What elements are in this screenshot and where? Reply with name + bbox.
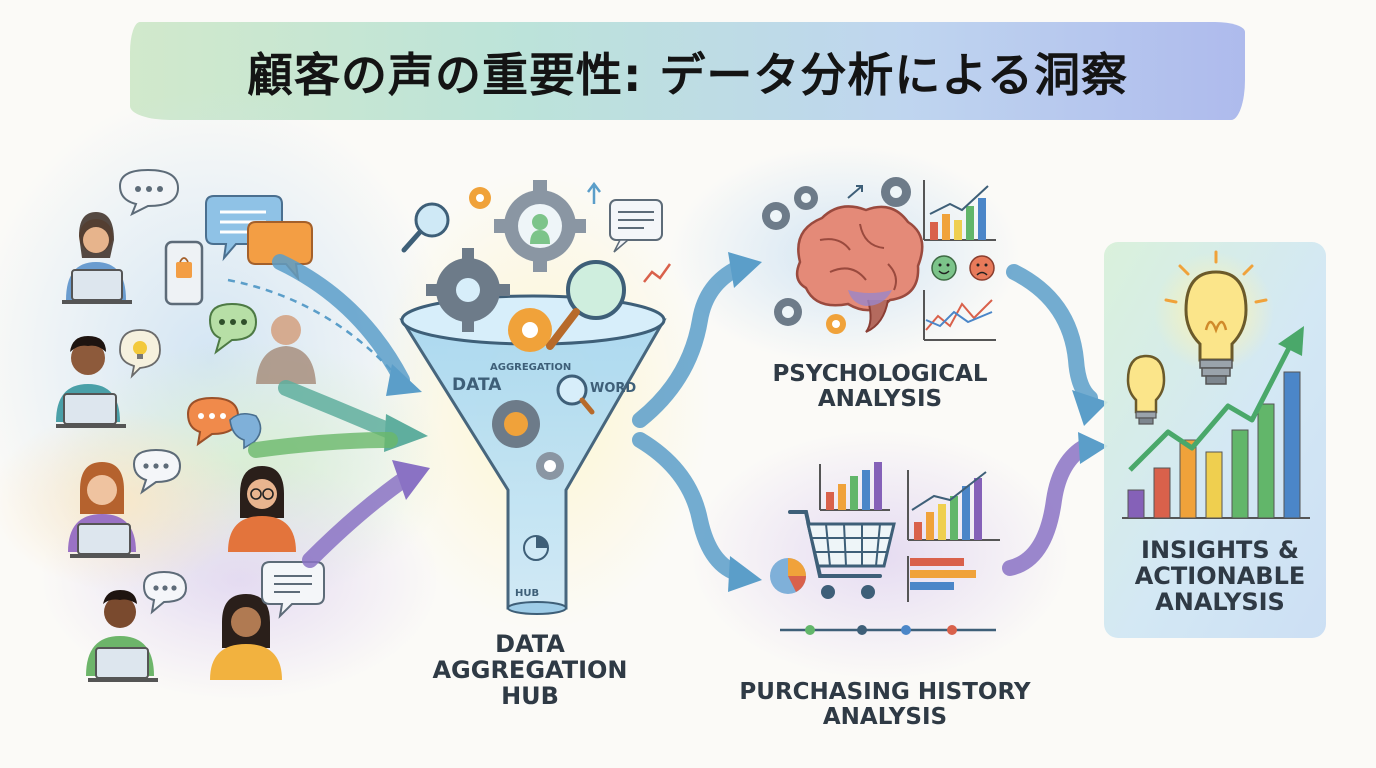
customer-2 bbox=[56, 336, 126, 428]
funnel-text-aggregation: AGGREGATION bbox=[490, 362, 571, 373]
flow-arrow-purchase-to-insights bbox=[1002, 438, 1094, 576]
flow-arrow-teal bbox=[278, 380, 400, 440]
gear-icon bbox=[774, 298, 802, 326]
laptop-icon bbox=[77, 523, 131, 555]
gear-icon bbox=[762, 202, 790, 230]
page-title: 顧客の声の重要性: データ分析による洞察 bbox=[246, 48, 1129, 102]
chat-bubble-icon bbox=[229, 412, 262, 450]
chat-bubble-icon bbox=[208, 302, 258, 355]
funnel-text-data: DATA bbox=[452, 375, 502, 395]
chat-bubble-icon bbox=[261, 561, 325, 619]
magnifier-icon bbox=[556, 374, 595, 415]
gear-icon bbox=[426, 248, 510, 332]
trend-arrow-icon bbox=[1128, 326, 1304, 472]
psychological-label: PSYCHOLOGICAL ANALYSIS bbox=[772, 361, 988, 412]
gear-icon bbox=[494, 180, 586, 272]
arrowhead bbox=[1072, 390, 1108, 426]
flow-arrow-purple bbox=[302, 470, 414, 568]
laptop-icon bbox=[95, 647, 149, 679]
up-arrow-icon bbox=[587, 181, 601, 204]
line-chart-icon bbox=[643, 263, 672, 283]
line-chart-icon bbox=[923, 290, 996, 341]
customer-4 bbox=[86, 590, 158, 682]
flow-arrow-to-psy bbox=[632, 260, 746, 428]
hub-label: DATA AGGREGATION HUB bbox=[432, 630, 628, 710]
flow-arrow-to-purchase bbox=[632, 432, 748, 582]
trend-arrow-icon bbox=[847, 185, 863, 199]
shopping-cart-icon bbox=[788, 510, 896, 599]
arrowhead bbox=[1078, 432, 1108, 464]
pie-chart-icon bbox=[770, 558, 806, 594]
customer-6 bbox=[210, 594, 282, 680]
magnifier-icon bbox=[401, 202, 450, 253]
customer-5 bbox=[228, 466, 296, 552]
chat-bubble-icon bbox=[118, 168, 180, 217]
bar-chart-icon bbox=[907, 470, 1000, 541]
smiley-icon bbox=[931, 255, 957, 281]
insights-panel bbox=[1104, 242, 1326, 638]
laptop-icon bbox=[63, 393, 117, 425]
lightbulb-icon bbox=[119, 329, 161, 379]
lightbulb-icon bbox=[1126, 354, 1166, 425]
shopping-bag-icon bbox=[176, 262, 192, 278]
gear-icon bbox=[536, 452, 564, 480]
lightbulb-icon bbox=[1164, 250, 1268, 385]
bar-chart-icon bbox=[819, 462, 890, 511]
purchasing-label: PURCHASING HISTORY ANALYSIS bbox=[739, 679, 1031, 730]
insights-label: INSIGHTS & ACTIONABLE ANALYSIS bbox=[1134, 536, 1306, 616]
arrowhead bbox=[386, 364, 422, 396]
arrowhead bbox=[728, 252, 762, 288]
customer-1 bbox=[62, 212, 132, 304]
gear-icon bbox=[826, 314, 846, 334]
arrowhead bbox=[392, 460, 430, 500]
chat-bubble-icon bbox=[609, 199, 663, 253]
timeline-icon bbox=[780, 625, 996, 635]
chat-bubble-icon bbox=[132, 448, 182, 495]
bar-chart-icon bbox=[923, 180, 996, 241]
customer-7 bbox=[256, 315, 316, 384]
pie-chart-icon bbox=[523, 535, 549, 561]
title-banner bbox=[130, 22, 1245, 120]
gear-icon bbox=[794, 186, 818, 210]
customer-3 bbox=[68, 462, 140, 558]
arrowhead bbox=[728, 556, 762, 592]
magnifier-icon bbox=[546, 260, 626, 350]
gear-icon bbox=[469, 187, 491, 209]
gear-icon bbox=[508, 308, 552, 352]
funnel-text-word: WORD bbox=[590, 381, 636, 396]
bar-chart-icon bbox=[907, 556, 976, 602]
flow-arrow-blue bbox=[272, 254, 410, 388]
smartphone-icon bbox=[164, 240, 204, 306]
flow-arrow-green bbox=[248, 432, 398, 458]
chat-bubble-icon bbox=[142, 570, 188, 615]
brain-icon bbox=[795, 205, 924, 333]
bar-chart-icon bbox=[1122, 371, 1310, 519]
gear-icon bbox=[492, 400, 540, 448]
wash-orange bbox=[0, 410, 250, 590]
laptop-icon bbox=[71, 269, 123, 301]
sad-face-icon bbox=[969, 255, 995, 281]
funnel-text-hub: HUB bbox=[515, 588, 539, 599]
gear-icon bbox=[881, 177, 911, 207]
flow-arrow-psy-to-insights bbox=[1006, 264, 1098, 406]
